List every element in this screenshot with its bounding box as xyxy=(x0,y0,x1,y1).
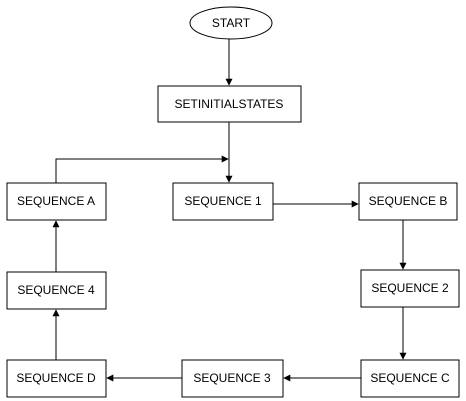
sequence-1-node: SEQUENCE 1 xyxy=(172,182,274,221)
sequence-3-node: SEQUENCE 3 xyxy=(181,359,284,398)
sequence-b-label: SEQUENCE B xyxy=(369,194,448,208)
init-label: SETINITIALSTATES xyxy=(175,97,284,111)
sequence-d-node: SEQUENCE D xyxy=(6,359,107,398)
start-node: START xyxy=(189,6,273,40)
sequence-a-label: SEQUENCE A xyxy=(17,194,95,208)
arrow-seqa-to-seq1 xyxy=(55,155,229,183)
connectors xyxy=(52,39,407,382)
sequence-c-label: SEQUENCE C xyxy=(370,371,450,385)
sequence-a-node: SEQUENCE A xyxy=(6,182,107,221)
sequence-4-node: SEQUENCE 4 xyxy=(6,271,107,310)
sequence-d-label: SEQUENCE D xyxy=(16,371,96,385)
sequence-4-label: SEQUENCE 4 xyxy=(17,283,95,297)
sequence-2-label: SEQUENCE 2 xyxy=(371,281,449,295)
start-label: START xyxy=(212,16,251,30)
sequence-c-node: SEQUENCE C xyxy=(360,359,460,398)
sequence-3-label: SEQUENCE 3 xyxy=(193,371,271,385)
sequence-2-node: SEQUENCE 2 xyxy=(360,269,460,308)
sequence-1-label: SEQUENCE 1 xyxy=(184,194,262,208)
init-node: SETINITIALSTATES xyxy=(157,85,302,123)
sequence-b-node: SEQUENCE B xyxy=(358,182,458,221)
